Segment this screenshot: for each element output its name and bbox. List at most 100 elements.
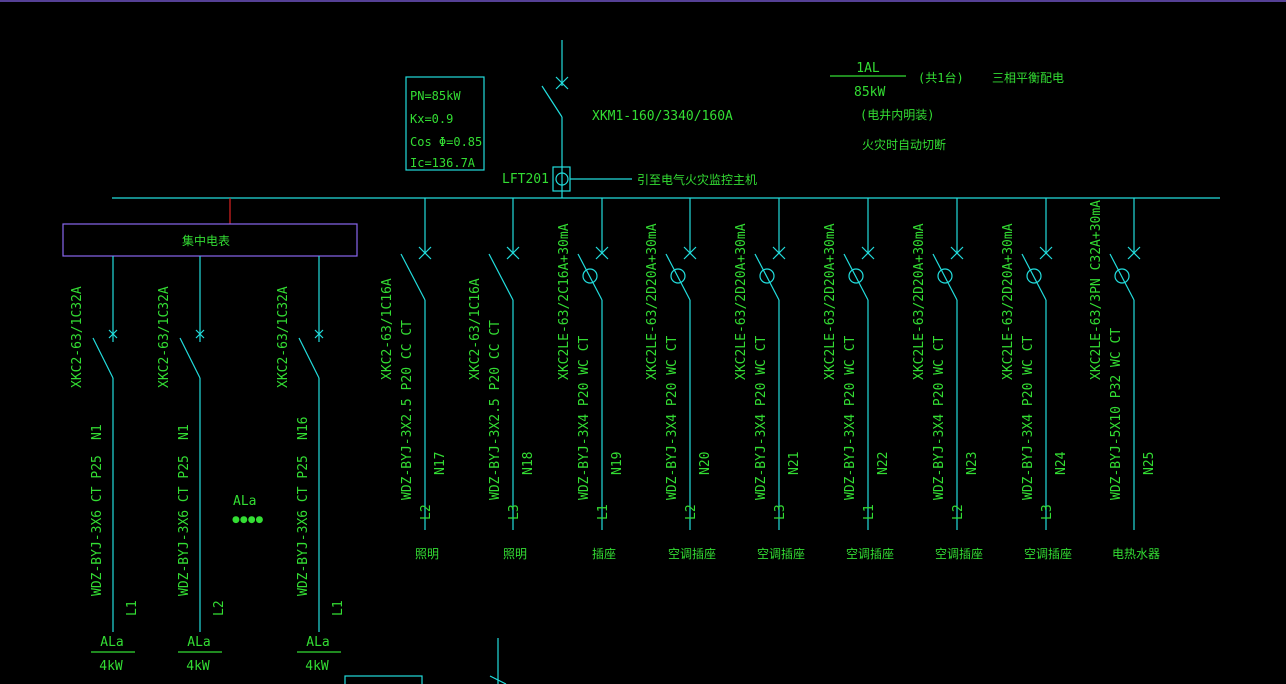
meter-circuit-load: ALa: [306, 635, 329, 650]
branch-phase: L2: [951, 504, 966, 520]
branch-phase: L2: [419, 504, 434, 520]
branch-use-label: 插座: [592, 546, 616, 561]
branch-switch-blade: [665, 253, 691, 301]
branch-circuit-number: N21: [787, 452, 802, 475]
branch-cable-label: WDZ-BYJ-3X4 P20 WC CT: [932, 335, 947, 500]
branch-cable-label: WDZ-BYJ-3X4 P20 WC CT: [843, 335, 858, 500]
meter-circuit-x-mark-b: [195, 329, 205, 339]
ellipsis-label: ALa: [233, 494, 256, 509]
meter-circuit-number: N1: [177, 424, 192, 440]
incoming-switch-blade: [541, 85, 563, 118]
meter-circuit-switch-blade: [298, 337, 320, 379]
lower-box: [344, 675, 423, 684]
meter-circuit-switch-blade: [92, 337, 114, 379]
branch-switch-blade: [932, 253, 958, 301]
rcd-icon: [937, 268, 953, 284]
branch-breaker-label: XKC2LE-63/2D20A+30mA: [645, 223, 660, 380]
lower-feeder-mark: [489, 675, 507, 684]
meter-box-label: 集中电表: [182, 233, 230, 248]
branch-cable-label: WDZ-BYJ-3X4 P20 WC CT: [754, 335, 769, 500]
meter-circuit-number: N16: [296, 417, 311, 440]
branch-circuit-number: N20: [698, 452, 713, 475]
branch-circuit-number: N18: [521, 452, 536, 475]
fire-link-label: 引至电气火灾监控主机: [637, 172, 757, 187]
meter-circuit-cable-label: WDZ-BYJ-3X6 CT P25: [90, 455, 105, 596]
meter-circuit-load: ALa: [100, 635, 123, 650]
meter-circuit-x-mark-b: [108, 329, 118, 339]
branch-switch-blade: [488, 253, 514, 301]
panel-power: 85kW: [854, 85, 885, 100]
branch-cable-label: WDZ-BYJ-5X10 P32 WC CT: [1109, 328, 1124, 500]
branch-breaker-label: XKC2LE-63/2D20A+30mA: [734, 223, 749, 380]
branch-breaker-label: XKC2-63/1C16A: [468, 278, 483, 380]
meter-circuit-phase: L1: [125, 600, 140, 616]
branch-x-mark-b: [418, 246, 432, 260]
meter-circuit-breaker-label: XKC2-63/1C32A: [70, 286, 85, 388]
incoming-x-mark-b: [555, 76, 569, 90]
branch-circuit-number: N25: [1142, 452, 1157, 475]
branch-x-mark-b: [1039, 246, 1053, 260]
parameter-box: [405, 76, 485, 171]
branch-circuit-number: N19: [610, 452, 625, 475]
branch-phase: L3: [773, 504, 788, 520]
branch-use-label: 空调插座: [1024, 546, 1072, 561]
meter-circuit-breaker-label: XKC2-63/1C32A: [276, 286, 291, 388]
rcd-icon: [759, 268, 775, 284]
meter-circuit-load: ALa: [187, 635, 210, 650]
branch-switch-blade: [1109, 253, 1135, 301]
branch-use-label: 电热水器: [1112, 547, 1160, 561]
meter-label: LFT201: [502, 172, 549, 187]
branch-breaker-label: XKC2-63/1C16A: [380, 278, 395, 380]
meter-circuit-x-mark-b: [314, 329, 324, 339]
balance-note: 三相平衡配电: [992, 71, 1064, 85]
branch-switch-blade: [843, 253, 869, 301]
branch-switch-blade: [1021, 253, 1047, 301]
branch-use-label: 照明: [503, 547, 527, 561]
panel-count: (共1台): [918, 70, 964, 85]
branch-circuit-number: N22: [876, 452, 891, 475]
ellipsis-dots: ●●●●: [232, 515, 264, 525]
branch-x-mark-b: [772, 246, 786, 260]
rcd-icon: [1026, 268, 1042, 284]
rcd-icon: [1114, 268, 1130, 284]
branch-breaker-label: XKC2LE-63/2D20A+30mA: [1001, 223, 1016, 380]
branch-cable-label: WDZ-BYJ-3X2.5 P20 CC CT: [400, 320, 415, 500]
branch-phase: L3: [1040, 504, 1055, 520]
branch-circuit-6: XKC2LE-63/2D20A+30mA WDZ-BYJ-3X4 P20 WC C…: [823, 198, 894, 561]
meter-ct-icon: [555, 172, 569, 186]
fire-cutoff-note: 火灾时自动切断: [862, 137, 946, 152]
param-cos: Cos Φ=0.85: [410, 135, 482, 149]
meter-circuit-power: 4kW: [305, 659, 329, 674]
branch-circuit-5: XKC2LE-63/2D20A+30mA WDZ-BYJ-3X4 P20 WC C…: [734, 198, 805, 561]
branch-x-mark-b: [595, 246, 609, 260]
meter-circuit-power: 4kW: [99, 659, 123, 674]
branch-use-label: 空调插座: [935, 546, 983, 561]
branch-use-label: 空调插座: [668, 546, 716, 561]
panel-id: 1AL: [856, 61, 880, 76]
branch-x-mark-b: [861, 246, 875, 260]
incoming-feeder: [541, 40, 632, 198]
branch-x-mark-b: [506, 246, 520, 260]
branch-switch-blade: [754, 253, 780, 301]
branch-x-mark-b: [1127, 246, 1141, 260]
meter-circuit-phase: L1: [331, 600, 346, 616]
meter-circuit-switch-blade: [179, 337, 201, 379]
meter-circuit-breaker-label: XKC2-63/1C32A: [157, 286, 172, 388]
rcd-icon: [848, 268, 864, 284]
branch-switch-blade: [400, 253, 426, 301]
meter-circuit-cable-label: WDZ-BYJ-3X6 CT P25: [177, 455, 192, 596]
branch-breaker-label: XKC2LE-63/2D20A+30mA: [823, 223, 838, 380]
branch-breaker-label: XKC2LE-63/2C16A+30mA: [557, 223, 572, 380]
branch-phase: L3: [507, 504, 522, 520]
rcd-icon: [670, 268, 686, 284]
branch-cable-label: WDZ-BYJ-3X4 P20 WC CT: [577, 335, 592, 500]
